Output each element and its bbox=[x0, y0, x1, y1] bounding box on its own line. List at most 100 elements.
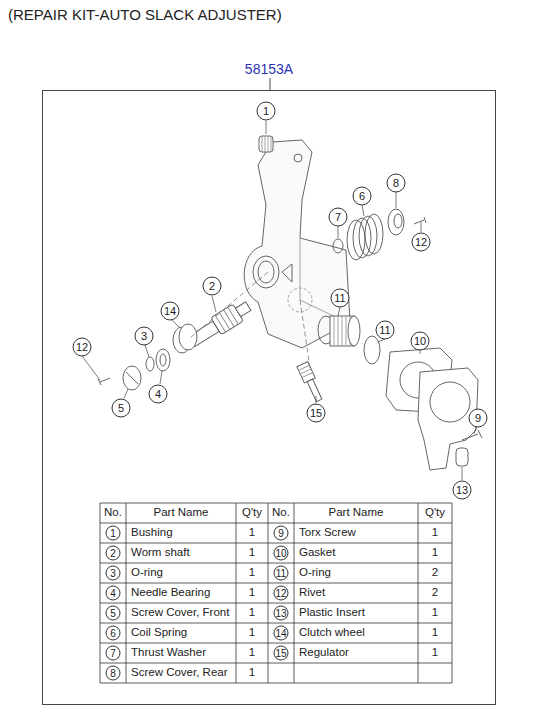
leader-lines bbox=[82, 121, 476, 480]
table-rule bbox=[100, 503, 101, 683]
quantity: 1 bbox=[432, 527, 438, 539]
part-name: Rivet bbox=[299, 587, 325, 599]
plate-hole bbox=[430, 382, 470, 422]
table-callout: 2 bbox=[106, 546, 121, 561]
callout-number: 12 bbox=[73, 338, 92, 357]
front-cover bbox=[123, 366, 141, 390]
part-name: Coil Spring bbox=[131, 627, 187, 639]
o-ring bbox=[146, 357, 154, 371]
bore bbox=[253, 256, 279, 288]
part-name: Gasket bbox=[299, 547, 335, 559]
part-name: Regulator bbox=[299, 647, 349, 659]
part-name: Plastic Insert bbox=[299, 607, 365, 619]
body-detail bbox=[282, 264, 292, 282]
axis-line bbox=[190, 272, 268, 338]
quantity: 1 bbox=[432, 647, 438, 659]
callout-number: 6 bbox=[353, 187, 372, 206]
heading-leader bbox=[270, 78, 271, 90]
thrust-ring bbox=[156, 349, 170, 371]
quantity: 2 bbox=[432, 587, 438, 599]
table-header: No. bbox=[272, 507, 290, 519]
table-callout: 7 bbox=[106, 646, 121, 661]
table-rule bbox=[100, 523, 452, 524]
adjuster-body bbox=[244, 140, 350, 348]
table-header: Q'ty bbox=[242, 507, 262, 519]
quantity: 2 bbox=[432, 567, 438, 579]
parts-table-grid bbox=[100, 503, 452, 683]
callout-number: 14 bbox=[161, 302, 180, 321]
page-title: (REPAIR KIT-AUTO SLACK ADJUSTER) bbox=[8, 6, 282, 23]
callout-number: 7 bbox=[329, 208, 348, 227]
quantity: 1 bbox=[432, 547, 438, 559]
quantity: 1 bbox=[432, 607, 438, 619]
table-callout: 13 bbox=[274, 606, 289, 621]
front-cover-slot bbox=[126, 372, 138, 384]
clutch-face bbox=[348, 316, 360, 346]
callout-number: 3 bbox=[135, 327, 154, 346]
rivet bbox=[98, 378, 110, 385]
table-callout: 4 bbox=[106, 586, 121, 601]
table-rule bbox=[418, 503, 419, 683]
bushing bbox=[259, 136, 273, 152]
o-ring bbox=[364, 336, 380, 364]
quantity: 1 bbox=[249, 647, 255, 659]
thrust-washer bbox=[333, 239, 343, 253]
quantity: 1 bbox=[249, 607, 255, 619]
callout-number: 13 bbox=[453, 481, 472, 500]
callout-number: 1 bbox=[257, 102, 276, 121]
table-header: Part Name bbox=[154, 507, 209, 519]
table-rule bbox=[100, 603, 452, 604]
rear-cover bbox=[388, 209, 404, 235]
quantity: 1 bbox=[249, 667, 255, 679]
table-callout: 12 bbox=[274, 586, 289, 601]
table-callout: 9 bbox=[274, 526, 289, 541]
callout-number: 5 bbox=[112, 399, 131, 418]
part-name: Needle Bearing bbox=[131, 587, 210, 599]
part-name: O-ring bbox=[299, 567, 331, 579]
quantity: 1 bbox=[432, 627, 438, 639]
callout-number: 4 bbox=[149, 385, 168, 404]
table-rule bbox=[294, 503, 295, 683]
table-callout: 3 bbox=[106, 566, 121, 581]
callout-number: 10 bbox=[411, 332, 430, 351]
part-name: Thrust Washer bbox=[131, 647, 206, 659]
part-name: Torx Screw bbox=[299, 527, 356, 539]
quantity: 1 bbox=[249, 587, 255, 599]
callout-number: 12 bbox=[412, 233, 431, 252]
table-callout: 11 bbox=[274, 566, 289, 581]
table-rule bbox=[100, 563, 452, 564]
callout-number: 2 bbox=[203, 277, 222, 296]
table-rule bbox=[126, 503, 127, 683]
table-header: Part Name bbox=[329, 507, 384, 519]
quantity: 1 bbox=[249, 627, 255, 639]
table-rule bbox=[100, 623, 452, 624]
bore-inner bbox=[258, 261, 274, 283]
part-name: Bushing bbox=[131, 527, 173, 539]
arm-hole bbox=[294, 154, 302, 162]
thrust-ring-hole bbox=[160, 354, 166, 366]
callout-number: 8 bbox=[387, 174, 406, 193]
table-rule bbox=[236, 503, 237, 683]
table-rule bbox=[100, 663, 452, 664]
quantity: 1 bbox=[249, 527, 255, 539]
bushing-knurl bbox=[262, 136, 271, 152]
plastic-insert bbox=[456, 448, 468, 466]
table-header: No. bbox=[104, 507, 122, 519]
table-rule bbox=[100, 683, 452, 684]
table-callout: 8 bbox=[106, 666, 121, 681]
callout-number: 11 bbox=[331, 289, 350, 308]
rear-cover-inner bbox=[394, 214, 402, 228]
part-name: Screw Cover, Front bbox=[131, 607, 229, 619]
needle-bearing-face bbox=[179, 324, 197, 350]
table-callout: 14 bbox=[274, 626, 289, 641]
table-callout: 15 bbox=[274, 646, 289, 661]
torx-screw bbox=[462, 430, 482, 440]
table-callout: 6 bbox=[106, 626, 121, 641]
regulator bbox=[297, 362, 325, 403]
table-rule bbox=[100, 503, 452, 504]
quantity: 1 bbox=[249, 567, 255, 579]
table-rule bbox=[452, 503, 453, 683]
axis-line bbox=[300, 300, 310, 368]
table-rule bbox=[268, 503, 269, 683]
table-callout: 5 bbox=[106, 606, 121, 621]
